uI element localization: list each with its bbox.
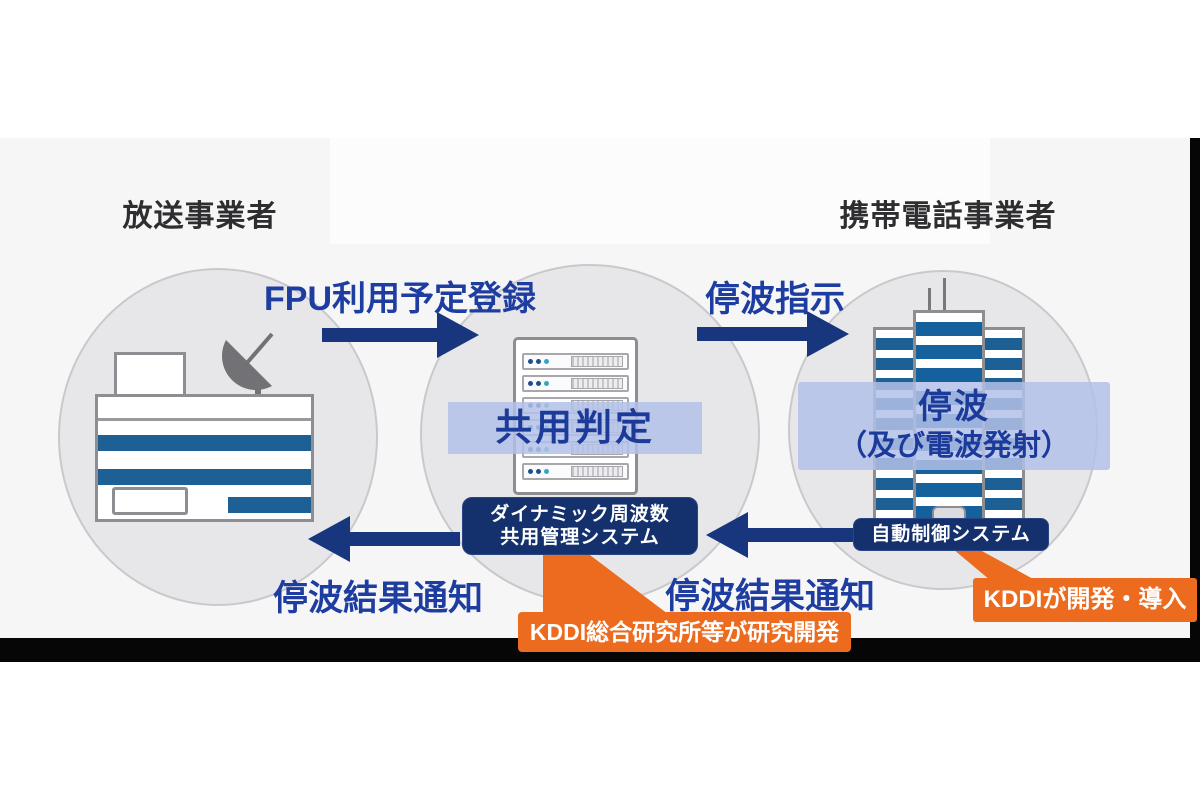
- kddi-deploy-callout-label: KDDIが開発・導入: [983, 586, 1187, 613]
- system-name-line1: ダイナミック周波数: [490, 504, 670, 525]
- stop-instruction-label: 停波指示: [704, 280, 845, 319]
- server-led-dots: [528, 359, 549, 364]
- stop-result-notify-right-label: 停波結果通知: [664, 577, 875, 616]
- stop-result-notify-left-label: 停波結果通知: [272, 579, 483, 618]
- kddi-deploy-callout: KDDIが開発・導入: [973, 578, 1197, 622]
- building-entrance-canopy: [112, 487, 188, 515]
- stop-wave-line1: 停波: [918, 388, 990, 426]
- server-row: [522, 463, 629, 480]
- broadcaster-title: 放送事業者: [122, 200, 278, 233]
- server-vent-grill: [571, 356, 623, 367]
- system-name-line2: 共用管理システム: [500, 527, 660, 548]
- right-border-bar: [1190, 138, 1200, 662]
- kddi-research-callout: KDDI総合研究所等が研究開発: [518, 612, 851, 652]
- server-led-dots: [528, 469, 549, 474]
- fpu-register-label: FPU利用予定登録: [264, 280, 536, 318]
- mobile-operator-title: 携帯電話事業者: [839, 200, 1057, 233]
- building-blue-block: [228, 497, 311, 513]
- satellite-dish-icon: [216, 324, 290, 398]
- stop-wave-band: 停波 （及び電波発射）: [798, 382, 1110, 470]
- auto-control-system-box: 自動制御システム: [853, 518, 1049, 551]
- building-stripe: [98, 469, 311, 485]
- dynamic-spectrum-system-box: ダイナミック周波数 共用管理システム: [462, 497, 698, 555]
- server-vent-grill: [571, 466, 623, 477]
- server-row: [522, 353, 629, 370]
- server-led-dots: [528, 381, 549, 386]
- stop-wave-line2: （及び電波発射）: [837, 430, 1070, 462]
- kddi-research-callout-label: KDDI総合研究所等が研究開発: [529, 619, 840, 645]
- auto-control-system-label: 自動制御システム: [871, 524, 1031, 545]
- antenna-icon: [943, 278, 946, 312]
- sharing-judgement-band: 共用判定: [448, 402, 702, 454]
- broadcast-building-icon: [95, 394, 314, 522]
- server-vent-grill: [571, 378, 623, 389]
- building-divider-line: [98, 418, 311, 421]
- building-stripe: [98, 435, 311, 451]
- antenna-icon: [928, 288, 931, 312]
- server-row: [522, 375, 629, 392]
- sharing-judgement-label: 共用判定: [495, 407, 655, 448]
- background-highlight: [330, 138, 990, 244]
